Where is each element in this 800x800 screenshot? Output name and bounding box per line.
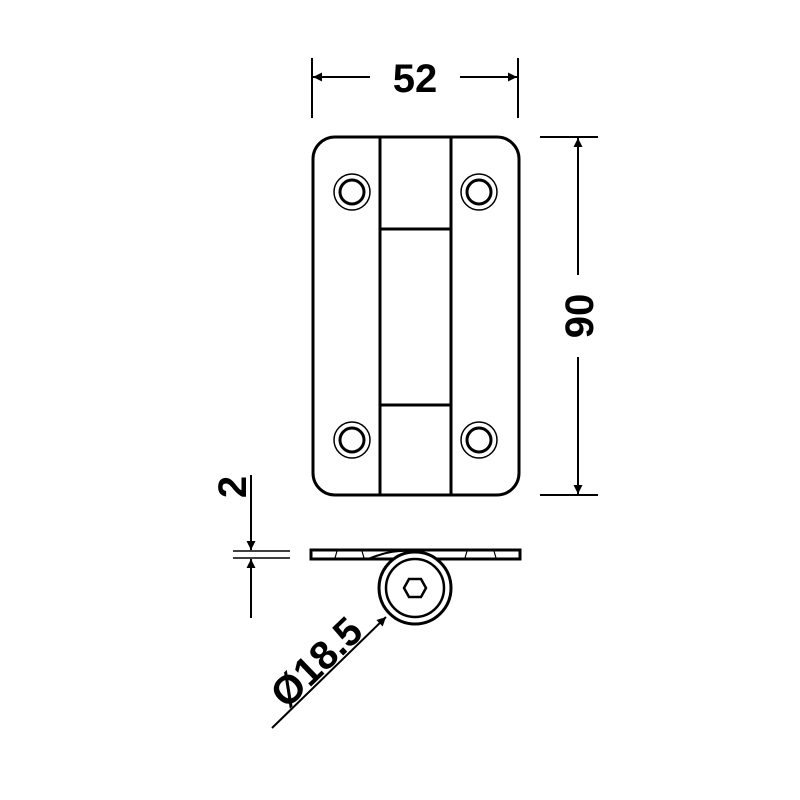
thickness-label: 2 (211, 476, 255, 498)
screw-hole-bottom-right (460, 421, 498, 459)
diameter-label: Ø18.5 (262, 609, 371, 716)
hex-socket-icon (402, 577, 428, 599)
height-label: 90 (558, 294, 602, 339)
diameter-dimension: Ø18.5 (262, 609, 387, 729)
thickness-dimension: 2 (211, 475, 290, 618)
hinge-side-view (309, 548, 522, 626)
width-dimension: 52 (311, 57, 519, 118)
screw-hole-top-left (333, 173, 371, 211)
screw-hole-bottom-left (333, 421, 371, 459)
height-dimension: 90 (540, 136, 602, 496)
width-label: 52 (393, 57, 438, 101)
screw-hole-top-right (460, 173, 498, 211)
hinge-front-view (311, 135, 521, 497)
